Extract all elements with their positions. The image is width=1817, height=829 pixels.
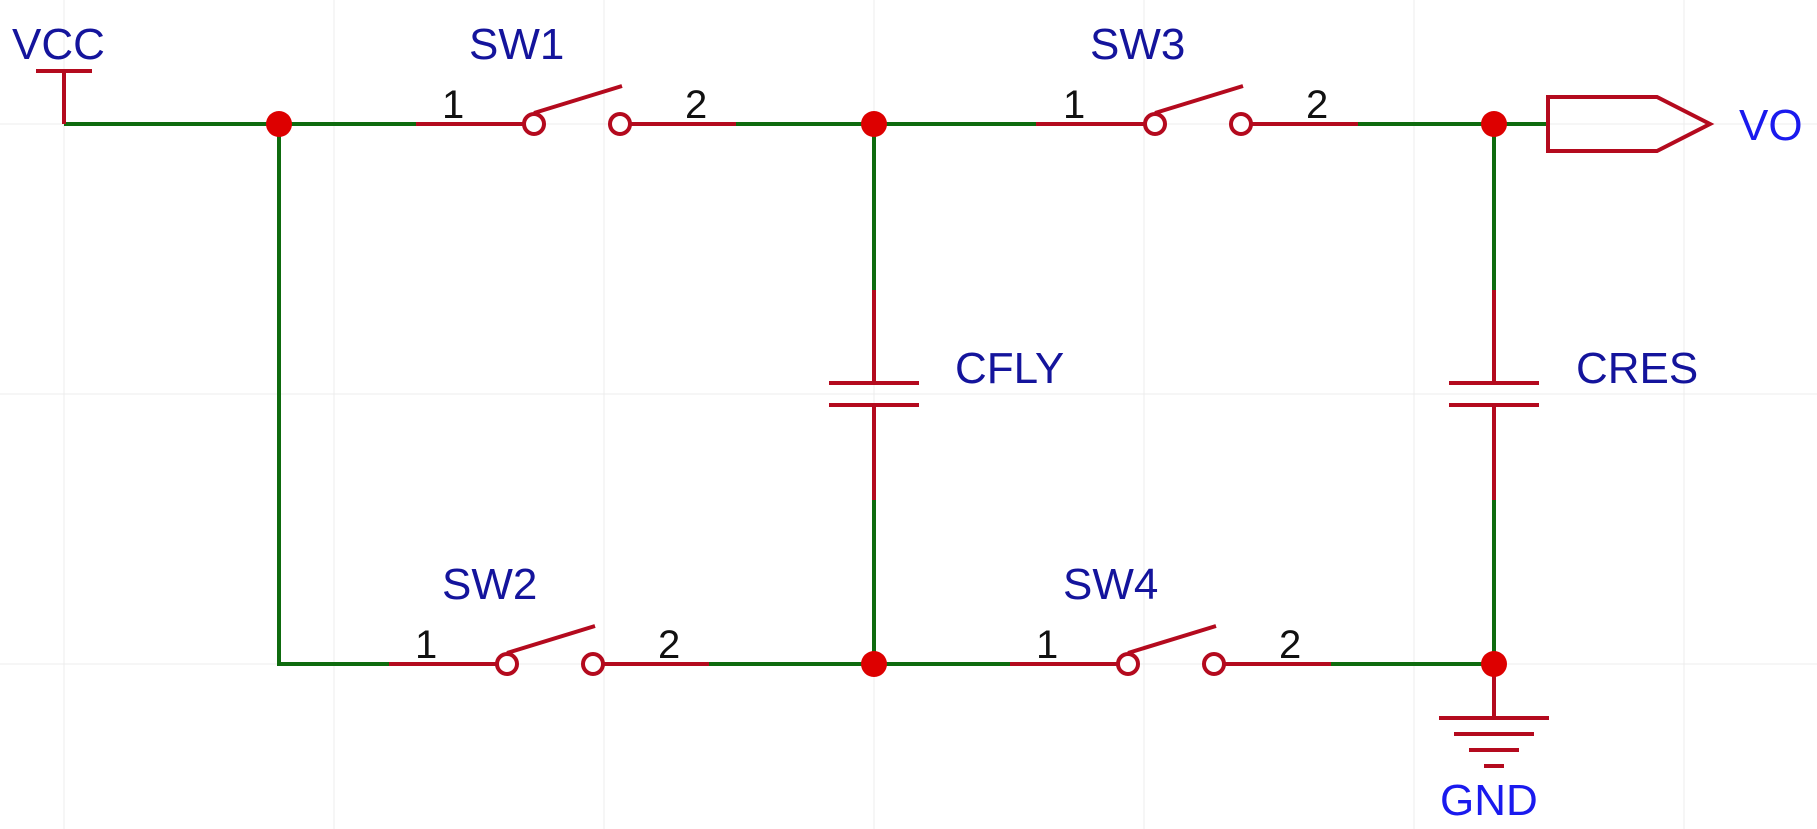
vo-port[interactable]: VO [1546, 95, 1803, 153]
junction-dot [266, 111, 292, 137]
sw3-pin1: 1 [1063, 83, 1085, 127]
sw2-pin2: 2 [658, 623, 680, 667]
junction-dot [1481, 651, 1507, 677]
vcc-port[interactable]: VCC [12, 20, 105, 124]
vcc-label: VCC [12, 20, 105, 69]
ground-icon [1439, 664, 1549, 768]
cres-ref: CRES [1576, 344, 1698, 393]
vcc-symbol [36, 69, 92, 124]
gnd-port[interactable]: GND [1439, 664, 1549, 825]
sw4-ref: SW4 [1063, 560, 1158, 609]
wire-left-vertical [277, 124, 389, 666]
sw2-pin1: 1 [415, 623, 437, 667]
junction-dot [861, 651, 887, 677]
capacitor-cfly[interactable]: CFLY [829, 290, 1064, 500]
vo-label: VO [1739, 101, 1803, 150]
gnd-label: GND [1440, 776, 1538, 825]
sw3-ref: SW3 [1090, 20, 1185, 69]
switch-sw4[interactable]: 1 2 SW4 [1010, 560, 1331, 676]
vo-port-symbol [1546, 95, 1715, 153]
sw4-pin2: 2 [1279, 623, 1301, 667]
sw2-ref: SW2 [442, 560, 537, 609]
sw1-ref: SW1 [469, 20, 564, 69]
sw1-pin1: 1 [442, 83, 464, 127]
switch-sw1[interactable]: 1 2 SW1 [416, 20, 736, 136]
cfly-ref: CFLY [955, 344, 1064, 393]
capacitor-cres[interactable]: CRES [1449, 290, 1698, 500]
sw3-pin2: 2 [1306, 83, 1328, 127]
junction-dot [861, 111, 887, 137]
switch-sw3[interactable]: 1 2 SW3 [1036, 20, 1358, 136]
junction-dot [1481, 111, 1507, 137]
junctions [266, 111, 1507, 677]
switch-sw2[interactable]: 1 2 SW2 [389, 560, 709, 676]
sw1-pin2: 2 [685, 83, 707, 127]
sw4-pin1: 1 [1036, 623, 1058, 667]
